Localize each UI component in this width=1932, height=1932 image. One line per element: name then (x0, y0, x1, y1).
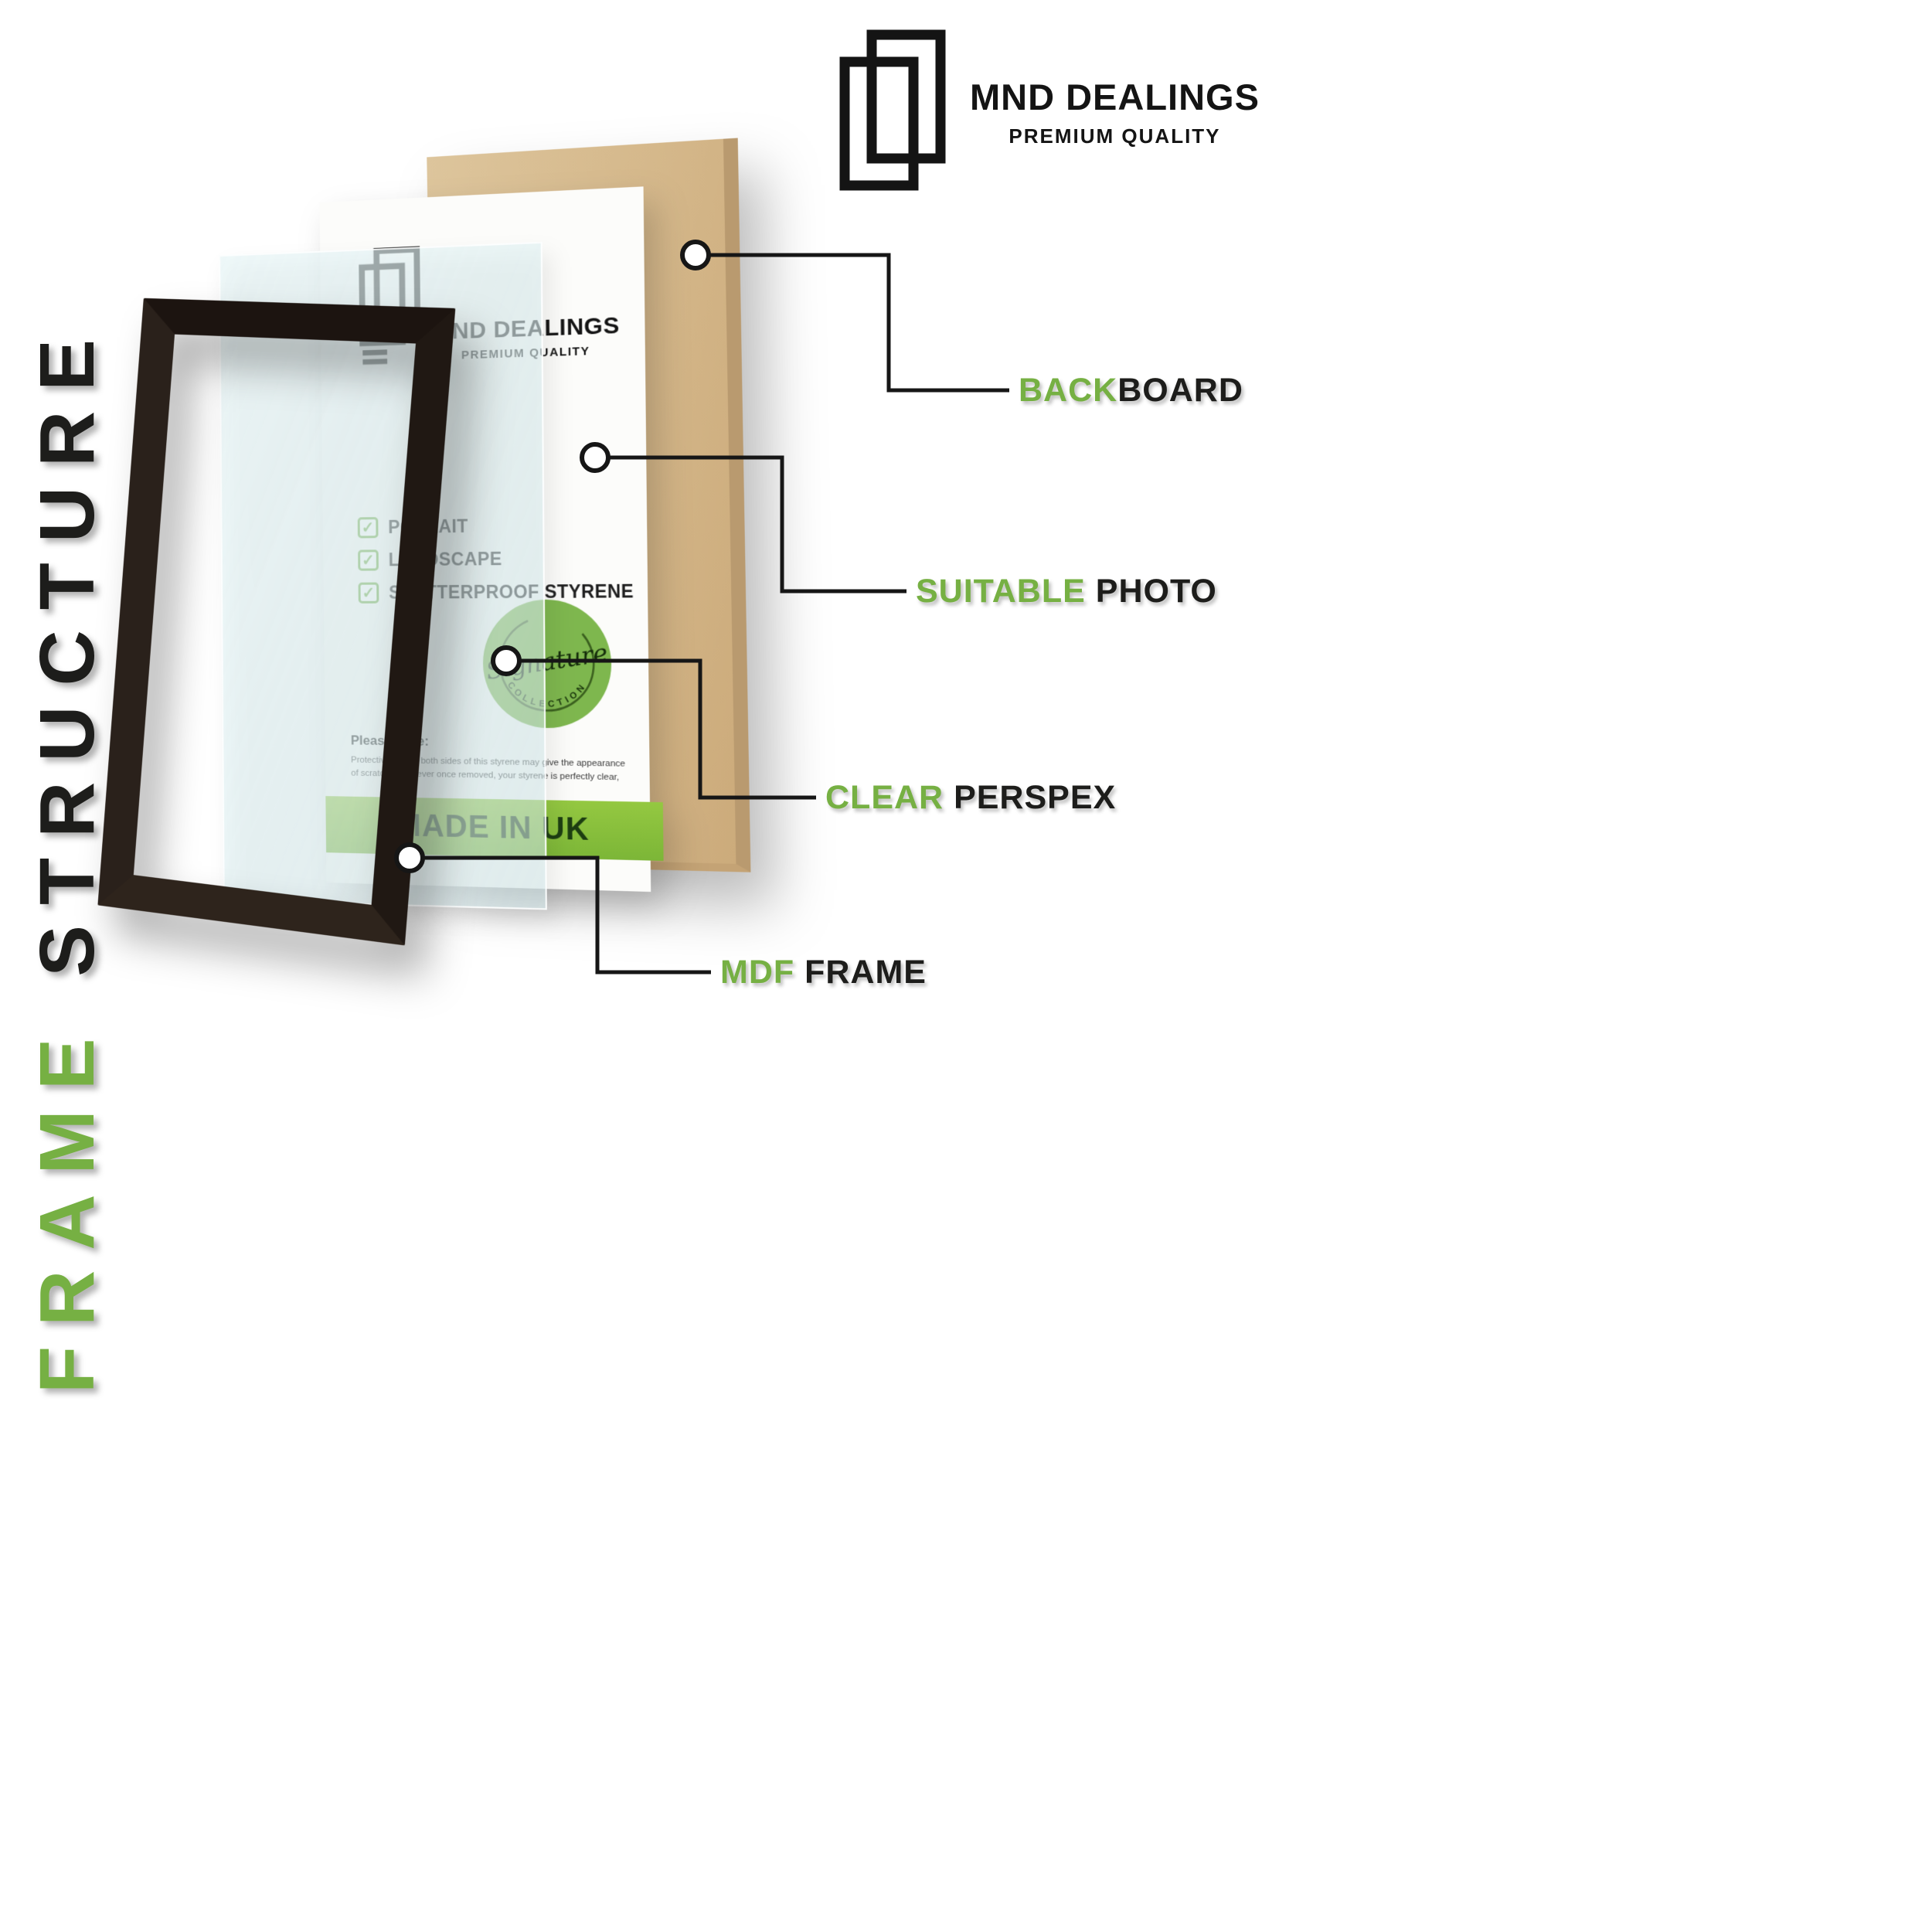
backboard-label: BACKBOARD (1019, 372, 1243, 410)
label-green-part: CLEAR (825, 779, 954, 816)
label-green-part: SUITABLE (916, 573, 1096, 610)
label-black-part: PERSPEX (954, 779, 1117, 816)
brand-name: MND DEALINGS (970, 77, 1260, 117)
frame-icon-back-rect (866, 29, 946, 164)
double-frame-icon (839, 29, 946, 191)
label-black-part: BOARD (1117, 372, 1243, 409)
frame-icon-front-rect (839, 56, 919, 191)
label-black-part: FRAME (804, 954, 927, 991)
brand-text: MND DEALINGS PREMIUM QUALITY (970, 76, 1260, 148)
label-black-part: PHOTO (1095, 573, 1217, 610)
brand-logo: MND DEALINGS PREMIUM QUALITY (838, 29, 1260, 192)
clear-perspex-label: CLEAR PERSPEX (825, 779, 1116, 817)
suitable-photo-label: SUITABLE PHOTO (916, 573, 1217, 611)
mdf-frame-layer (97, 298, 456, 946)
label-green-part: MDF (720, 954, 805, 991)
label-green-part: BACK (1019, 372, 1118, 409)
brand-tagline: PREMIUM QUALITY (1009, 124, 1221, 148)
mdf-frame-label: MDF FRAME (720, 954, 927, 992)
